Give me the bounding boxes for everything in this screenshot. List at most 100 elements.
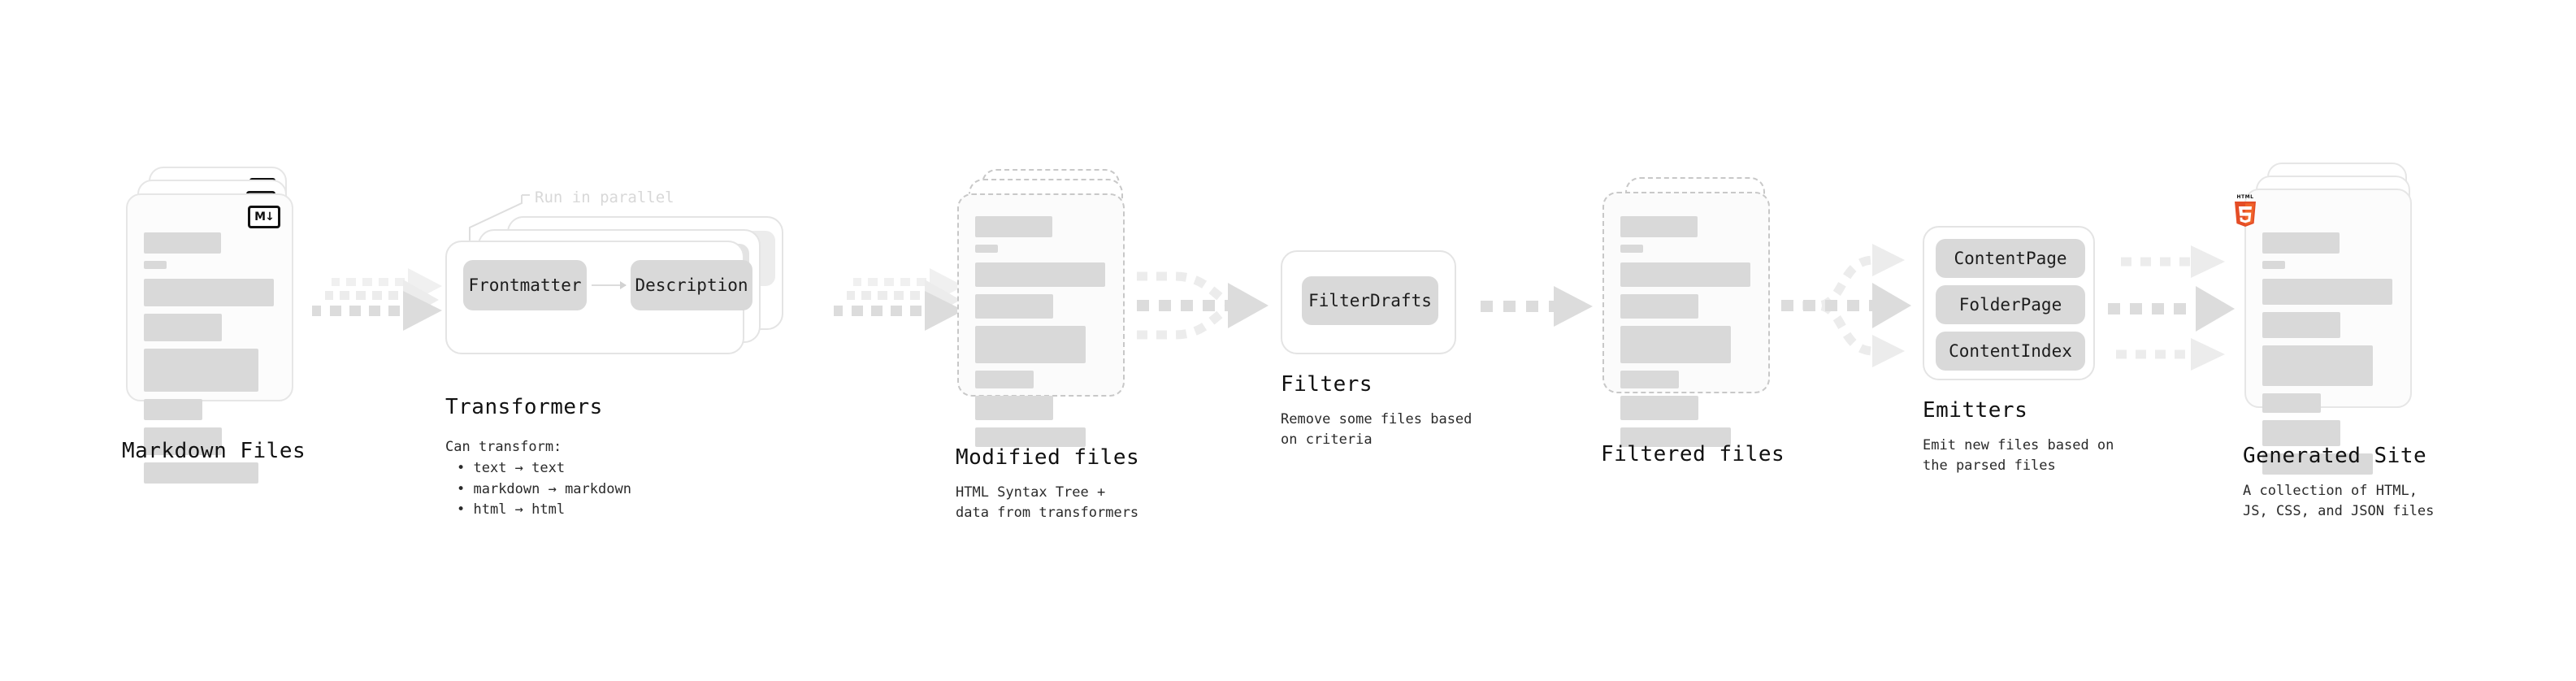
stage-title: Filtered files bbox=[1601, 442, 1785, 466]
modified-file-stack bbox=[957, 169, 1132, 447]
doc-bar bbox=[144, 349, 258, 392]
doc-bar bbox=[144, 232, 221, 254]
transformer-box-front[interactable]: Frontmatter Description bbox=[445, 241, 752, 354]
list-item: text → text bbox=[457, 458, 631, 479]
doc-bar bbox=[2262, 232, 2340, 254]
stage-description: Remove some files based on criteria bbox=[1281, 411, 1472, 448]
doc-bar bbox=[975, 216, 1052, 237]
stage-filtered-files: Filtered files bbox=[1601, 177, 1785, 466]
doc-bar bbox=[1620, 216, 1698, 237]
doc-bar bbox=[2262, 420, 2340, 446]
emitter-pill-contentpage[interactable]: ContentPage bbox=[1936, 239, 2085, 278]
markdown-badge: M↓ bbox=[248, 206, 280, 228]
doc-bar bbox=[975, 294, 1053, 319]
stage-filters: FilterDrafts Filters Remove some files b… bbox=[1281, 250, 1472, 448]
html5-badge-word: HTML bbox=[2236, 194, 2254, 200]
doc-bar bbox=[2262, 261, 2285, 269]
doc-bar bbox=[2262, 279, 2392, 305]
connector-emitters-to-site bbox=[2105, 236, 2259, 382]
three-parallel-arrow-icon bbox=[2108, 245, 2235, 371]
connector-modified-to-filters bbox=[1134, 260, 1280, 358]
html5-badge: HTML bbox=[2233, 194, 2257, 227]
transformer-pill-label: Frontmatter bbox=[468, 275, 582, 295]
doc-bar bbox=[975, 262, 1105, 287]
list-item: html → html bbox=[457, 500, 631, 521]
doc-bar bbox=[975, 245, 998, 253]
parallel-stacked-arrow-icon bbox=[312, 268, 442, 331]
doc-bar bbox=[1620, 262, 1750, 287]
doc-content-bars bbox=[975, 216, 1105, 454]
transform-arrow-icon bbox=[592, 281, 627, 289]
markdown-badge-letter: M bbox=[254, 210, 266, 223]
doc-bar bbox=[2262, 453, 2373, 475]
list-item: markdown → markdown bbox=[457, 479, 631, 501]
stage-title: Emitters bbox=[1923, 398, 2028, 423]
filter-pill-label: FilterDrafts bbox=[1308, 291, 1432, 310]
doc-bar bbox=[144, 279, 274, 306]
generated-site-stack: CSS HTML bbox=[2235, 163, 2419, 475]
single-arrow-icon bbox=[1481, 286, 1593, 327]
doc-bar bbox=[144, 427, 222, 455]
doc-bar bbox=[144, 399, 202, 420]
parallel-stacked-arrow-icon bbox=[834, 268, 964, 331]
run-in-parallel-label: Run in parallel bbox=[535, 189, 674, 206]
stage-transformers: Run in parallel Frontmatter bbox=[445, 189, 787, 518]
stage-title: Markdown Files bbox=[122, 439, 306, 463]
doc-bar bbox=[144, 261, 167, 269]
stage-modified-files: Modified files HTML Syntax Tree + data f… bbox=[956, 169, 1139, 521]
html5-shield-icon bbox=[2235, 202, 2256, 227]
doc-bar bbox=[1620, 245, 1643, 253]
transformer-pill-description[interactable]: Description bbox=[631, 260, 752, 310]
doc-bar bbox=[975, 371, 1034, 388]
doc-content-bars bbox=[144, 232, 274, 491]
capabilities-list: text → text markdown → markdown html → h… bbox=[445, 458, 631, 521]
filter-pill-filterdrafts[interactable]: FilterDrafts bbox=[1302, 276, 1438, 325]
doc-bar bbox=[2262, 312, 2340, 338]
stage-title: Generated Site bbox=[2243, 444, 2427, 468]
emitter-pill-label: FolderPage bbox=[1958, 295, 2062, 314]
stage-generated-site: CSS HTML bbox=[2235, 163, 2434, 519]
emitter-pill-contentindex[interactable]: ContentIndex bbox=[1936, 332, 2085, 371]
emitter-pill-label: ContentPage bbox=[1954, 249, 2067, 268]
doc-bar bbox=[1620, 294, 1698, 319]
connector-transformers-to-modified bbox=[829, 268, 975, 349]
transformer-box-stack: Frontmatter Description bbox=[445, 193, 787, 354]
connector-filtered-to-emitters bbox=[1778, 232, 1924, 379]
doc-bar bbox=[2262, 393, 2321, 413]
transformer-pill-frontmatter[interactable]: Frontmatter bbox=[463, 260, 587, 310]
stage-title: Transformers bbox=[445, 395, 603, 419]
connector-markdown-to-transformers bbox=[307, 268, 453, 349]
doc-bar bbox=[1620, 371, 1679, 388]
doc-bar bbox=[1620, 427, 1731, 447]
emitter-pill-label: ContentIndex bbox=[1949, 341, 2072, 361]
filtered-doc-front bbox=[1602, 192, 1770, 447]
doc-bar bbox=[2262, 345, 2373, 386]
connector-filters-to-filtered bbox=[1479, 284, 1601, 333]
doc-bar bbox=[975, 396, 1053, 420]
transformer-pill-label: Description bbox=[635, 275, 748, 295]
markdown-file-stack: M↓ M↓ M↓ bbox=[126, 167, 297, 484]
stage-emitters: ContentPage FolderPage ContentIndex Emit… bbox=[1923, 226, 2114, 474]
emitter-pill-folderpage[interactable]: FolderPage bbox=[1936, 285, 2085, 324]
stage-markdown-files: M↓ M↓ M↓ bbox=[122, 167, 306, 484]
run-in-parallel-callout-line bbox=[468, 193, 566, 252]
doc-bar bbox=[975, 326, 1086, 363]
transformers-capabilities: Can transform: text → text markdown → ma… bbox=[445, 437, 631, 521]
modified-doc-front bbox=[957, 193, 1125, 447]
capabilities-heading: Can transform: bbox=[445, 439, 562, 455]
stage-description: Emit new files based on the parsed files bbox=[1923, 437, 2114, 474]
markdown-badge-arrow: ↓ bbox=[265, 210, 275, 223]
emitters-box[interactable]: ContentPage FolderPage ContentIndex bbox=[1923, 226, 2095, 380]
markdown-doc-front: M↓ bbox=[126, 193, 293, 484]
doc-bar bbox=[144, 314, 222, 341]
stage-description: A collection of HTML, JS, CSS, and JSON … bbox=[2243, 483, 2435, 519]
doc-bar bbox=[144, 462, 258, 484]
doc-content-bars bbox=[1620, 216, 1750, 454]
filters-box[interactable]: FilterDrafts bbox=[1281, 250, 1456, 354]
doc-bar bbox=[975, 427, 1086, 447]
stage-title: Modified files bbox=[956, 445, 1140, 470]
doc-bar bbox=[1620, 396, 1698, 420]
merge-arrow-icon bbox=[1137, 271, 1268, 340]
stage-title: Filters bbox=[1281, 372, 1373, 397]
